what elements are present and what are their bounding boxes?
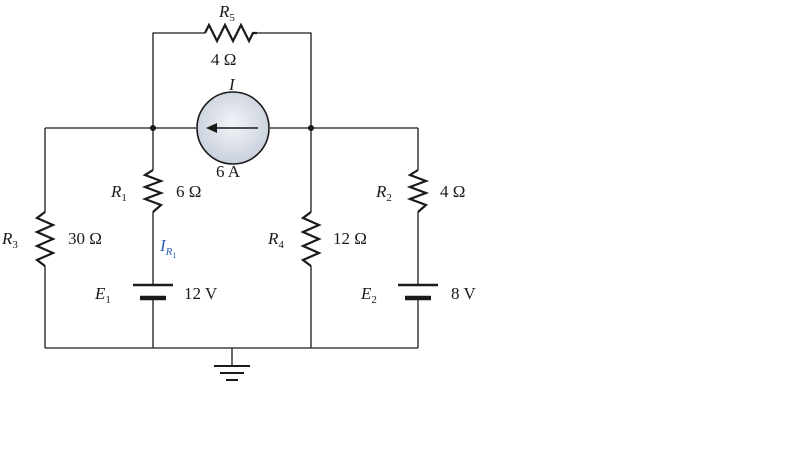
ground-icon: [214, 365, 250, 381]
wire-r5-loop: [152, 32, 312, 128]
label-e1: E1: [94, 284, 111, 306]
value-r4: 12 Ω: [333, 229, 367, 248]
junction-dot-left: [150, 125, 156, 131]
label-r5: R5: [218, 2, 235, 24]
resistor-r4: [300, 211, 322, 267]
resistor-r5: [204, 22, 257, 44]
label-r4: R4: [267, 229, 284, 251]
resistor-r1: [141, 169, 165, 213]
battery-e2: [398, 283, 438, 301]
label-e2: E2: [360, 284, 377, 306]
value-r1: 6 Ω: [176, 182, 201, 201]
label-current-ir1: IR1: [159, 236, 176, 260]
value-e1: 12 V: [184, 284, 218, 303]
value-r2: 4 Ω: [440, 182, 465, 201]
battery-e1: [133, 283, 173, 301]
label-source: I: [228, 75, 236, 94]
label-r1: R1: [110, 182, 127, 204]
junction-dot-right: [308, 125, 314, 131]
value-e2: 8 V: [451, 284, 476, 303]
value-r3: 30 Ω: [68, 229, 102, 248]
wires: [44, 32, 419, 366]
label-r2: R2: [375, 182, 392, 204]
arrow-head-icon: [206, 123, 217, 133]
label-r3: R3: [1, 229, 18, 251]
value-source: 6 A: [216, 162, 241, 181]
resistor-r2: [406, 169, 430, 213]
resistor-r3: [34, 211, 56, 267]
current-source: [196, 91, 270, 165]
value-r5: 4 Ω: [211, 50, 236, 69]
